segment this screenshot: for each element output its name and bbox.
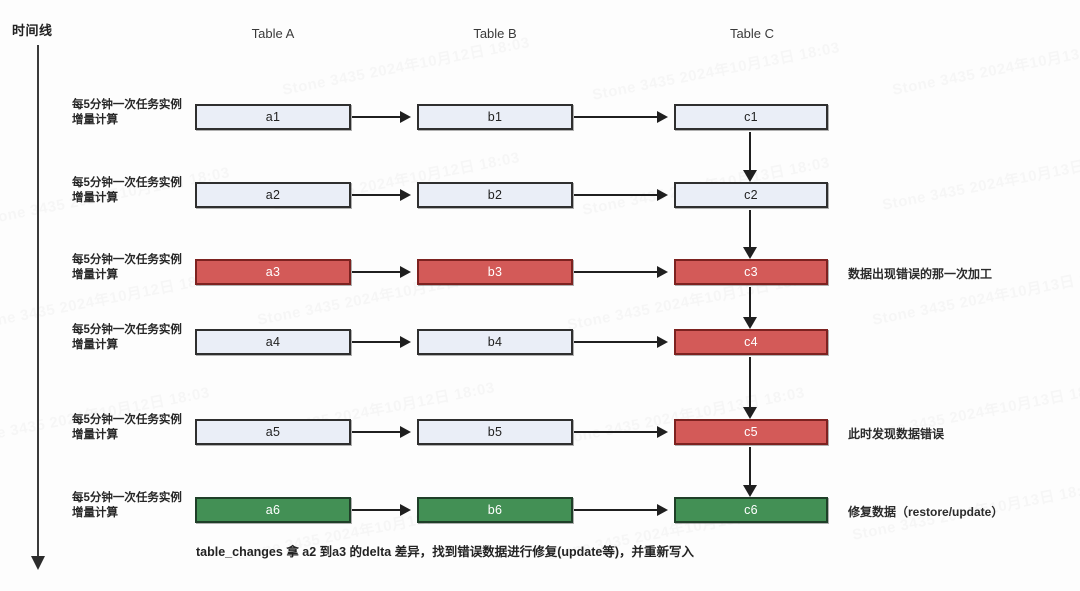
annotation-text: 数据出现错误的那一次加工 — [848, 267, 993, 281]
node-c6[interactable]: c6 — [674, 497, 828, 523]
node-a4[interactable]: a4 — [195, 329, 351, 355]
row-label: 每5分钟一次任务实例增量计算 — [72, 413, 190, 443]
node-b1[interactable]: b1 — [417, 104, 573, 130]
arrow-a-to-b-icon — [352, 504, 411, 516]
node-a5[interactable]: a5 — [195, 419, 351, 445]
arrow-b-to-c-icon — [574, 504, 668, 516]
node-c3[interactable]: c3 — [674, 259, 828, 285]
row-label-line2: 增量计算 — [72, 507, 118, 519]
node-c5[interactable]: c5 — [674, 419, 828, 445]
arrow-a-to-b-icon — [352, 426, 411, 438]
column-header-table-c: Table C — [729, 26, 775, 41]
node-a2[interactable]: a2 — [195, 182, 351, 208]
arrow-b-to-c-icon — [574, 426, 668, 438]
row-label: 每5分钟一次任务实例增量计算 — [72, 323, 190, 353]
watermark-text: Stone 3435 2024年10月13日 18:03 — [890, 34, 1080, 99]
watermark-text: Stone 3435 2024年10月12日 18:03 — [280, 34, 532, 99]
row-label-line1: 每5分钟一次任务实例 — [72, 254, 182, 266]
arrow-c3-to-c4-icon — [743, 287, 757, 329]
node-b5[interactable]: b5 — [417, 419, 573, 445]
arrow-b-to-c-icon — [574, 336, 668, 348]
node-c1[interactable]: c1 — [674, 104, 828, 130]
row-label-line2: 增量计算 — [72, 192, 118, 204]
node-a3[interactable]: a3 — [195, 259, 351, 285]
column-header-table-b: Table B — [473, 26, 517, 41]
arrow-c4-to-c5-icon — [743, 357, 757, 419]
row-label: 每5分钟一次任务实例增量计算 — [72, 176, 190, 206]
row-label-line1: 每5分钟一次任务实例 — [72, 99, 182, 111]
timeline-axis-line — [37, 45, 39, 560]
row-label: 每5分钟一次任务实例增量计算 — [72, 253, 190, 283]
column-header-table-a: Table A — [251, 26, 295, 41]
row-label-line1: 每5分钟一次任务实例 — [72, 414, 182, 426]
node-a6[interactable]: a6 — [195, 497, 351, 523]
annotation-text: 修复数据（restore/update） — [848, 505, 1004, 519]
node-b2[interactable]: b2 — [417, 182, 573, 208]
row-label: 每5分钟一次任务实例增量计算 — [72, 98, 190, 128]
arrow-c2-to-c3-icon — [743, 210, 757, 259]
node-c2[interactable]: c2 — [674, 182, 828, 208]
node-b6[interactable]: b6 — [417, 497, 573, 523]
node-b3[interactable]: b3 — [417, 259, 573, 285]
node-a1[interactable]: a1 — [195, 104, 351, 130]
arrow-a-to-b-icon — [352, 266, 411, 278]
arrow-b-to-c-icon — [574, 111, 668, 123]
row-label-line2: 增量计算 — [72, 269, 118, 281]
row-label-line2: 增量计算 — [72, 114, 118, 126]
row-label-line2: 增量计算 — [72, 339, 118, 351]
timeline-label: 时间线 — [12, 23, 53, 38]
arrow-a-to-b-icon — [352, 336, 411, 348]
arrow-a-to-b-icon — [352, 111, 411, 123]
arrow-c5-to-c6-icon — [743, 447, 757, 497]
row-label-line2: 增量计算 — [72, 429, 118, 441]
bottom-caption: table_changes 拿 a2 到a3 的delta 差异，找到错误数据进… — [196, 545, 694, 559]
row-label: 每5分钟一次任务实例增量计算 — [72, 491, 190, 521]
watermark-text: Stone 3435 2024年10月13日 18:03 — [590, 39, 842, 104]
row-label-line1: 每5分钟一次任务实例 — [72, 324, 182, 336]
arrow-b-to-c-icon — [574, 189, 668, 201]
annotation-text: 此时发现数据错误 — [848, 427, 945, 441]
arrow-c1-to-c2-icon — [743, 132, 757, 182]
arrow-a-to-b-icon — [352, 189, 411, 201]
node-b4[interactable]: b4 — [417, 329, 573, 355]
row-label-line1: 每5分钟一次任务实例 — [72, 492, 182, 504]
row-label-line1: 每5分钟一次任务实例 — [72, 177, 182, 189]
node-c4[interactable]: c4 — [674, 329, 828, 355]
timeline-arrow-icon — [31, 556, 45, 570]
arrow-b-to-c-icon — [574, 266, 668, 278]
